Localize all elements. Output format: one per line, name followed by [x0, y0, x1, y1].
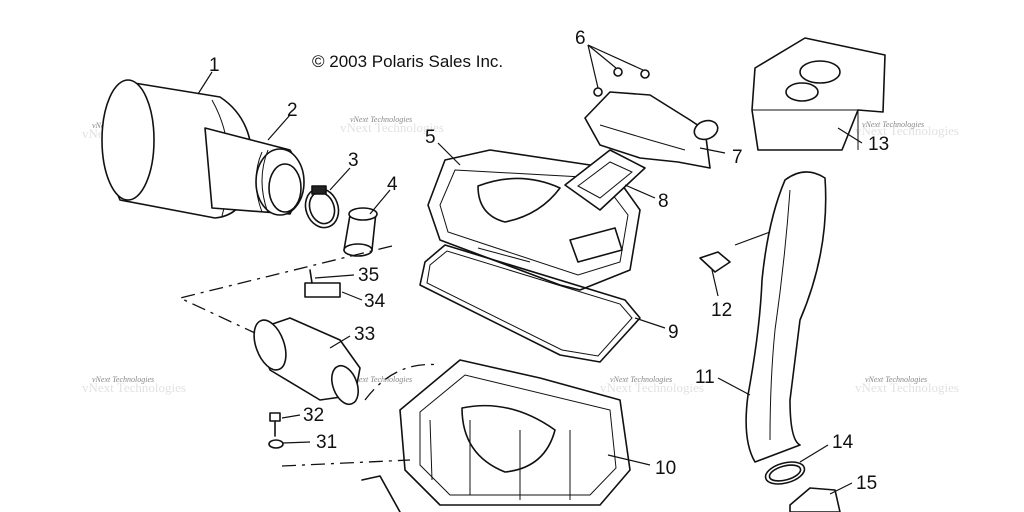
callout-5: 5 — [425, 127, 436, 148]
watermark-ghost-8: vNext Technologies — [855, 380, 959, 395]
watermark-ghost-4: vNext Technologies — [855, 123, 959, 138]
part-35-screw — [309, 269, 313, 284]
watermark-7: vNext Technologies — [610, 375, 672, 384]
callout-31: 31 — [316, 432, 337, 453]
part-2-filter-cage — [204, 127, 305, 216]
callout-6: 6 — [575, 28, 586, 49]
callouts: 1 2 3 4 5 6 7 8 9 10 11 12 13 14 15 31 3… — [209, 28, 889, 494]
part-9-seal — [419, 244, 641, 363]
part-33-throttle-body — [253, 317, 361, 406]
part-15-coupler — [789, 487, 841, 512]
part-14-clamp — [764, 461, 806, 485]
part-11-intake-tube — [745, 171, 827, 463]
callout-32: 32 — [303, 405, 324, 426]
watermark-5: vNext Technologies — [92, 375, 154, 384]
callout-12: 12 — [711, 300, 732, 321]
callout-9: 9 — [668, 322, 679, 343]
part-31-washer — [268, 439, 284, 449]
part-34-sensor — [304, 282, 341, 298]
callout-15: 15 — [856, 473, 877, 494]
callout-7: 7 — [732, 147, 743, 168]
watermark-ghost-7: vNext Technologies — [600, 380, 704, 395]
assembly-lines — [178, 245, 441, 467]
watermark-6: vNext Technologies — [350, 375, 412, 384]
part-12-clip — [699, 251, 731, 273]
watermark-ghost-2: vNext Technologies — [340, 120, 444, 135]
callout-13: 13 — [868, 134, 889, 155]
part-3-hose-clamp — [304, 185, 340, 229]
copyright-text: © 2003 Polaris Sales Inc. — [312, 52, 503, 71]
callout-35: 35 — [358, 265, 379, 286]
part-4-sleeve — [343, 207, 378, 257]
part-10-airbox-base — [399, 359, 631, 506]
watermarks: vNext Technologies vNext Technologies vN… — [82, 115, 959, 395]
callout-34: 34 — [364, 291, 386, 312]
part-32-bolt — [269, 412, 281, 437]
callout-1: 1 — [209, 55, 220, 76]
callout-4: 4 — [387, 174, 398, 195]
callout-3: 3 — [348, 150, 359, 171]
watermark-2: vNext Technologies — [350, 115, 412, 124]
part-7-intake-duct — [584, 91, 719, 169]
callout-33: 33 — [354, 324, 375, 345]
lower-panel-fragment — [361, 475, 401, 512]
watermark-ghost-5: vNext Technologies — [82, 380, 186, 395]
callout-10: 10 — [655, 458, 676, 479]
part-8-gasket-plate — [564, 149, 646, 211]
callout-14: 14 — [832, 432, 854, 453]
part-6-screws — [587, 44, 650, 97]
watermark-8: vNext Technologies — [865, 375, 927, 384]
callout-11: 11 — [695, 367, 715, 388]
callout-8: 8 — [658, 191, 669, 212]
leader-lines — [197, 71, 863, 495]
callout-2: 2 — [287, 100, 298, 121]
part-13-foam-block — [751, 37, 886, 151]
watermark-4: vNext Technologies — [862, 120, 924, 129]
